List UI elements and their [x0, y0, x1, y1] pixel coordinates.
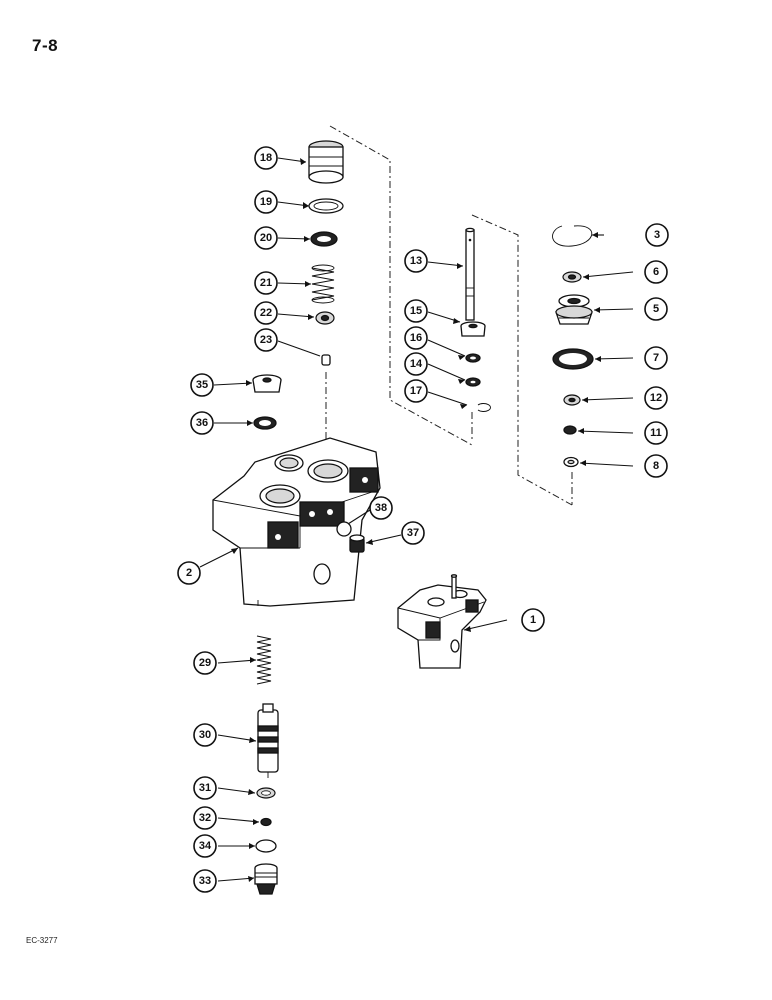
- callout-label: 7: [653, 352, 659, 364]
- callout-label: 19: [260, 196, 272, 208]
- callout-label: 2: [186, 567, 192, 579]
- callout-19: 19: [254, 190, 278, 214]
- part-23-pin: [321, 354, 331, 366]
- part-21-spring: [311, 264, 335, 304]
- page-number: 7-8: [32, 36, 59, 55]
- callout-17: 17: [404, 379, 428, 403]
- callout-13: 13: [404, 249, 428, 273]
- part-32-oring: [260, 817, 272, 827]
- callout-6: 6: [644, 260, 668, 284]
- part-17-clip: [477, 403, 491, 412]
- callout-label: 3: [654, 229, 660, 241]
- callout-20: 20: [254, 226, 278, 250]
- callout-label: 17: [410, 385, 422, 397]
- callout-label: 32: [199, 812, 211, 824]
- assembly-line-left: [329, 125, 473, 446]
- part-33-plug: [254, 863, 278, 895]
- callout-2: 2: [177, 561, 201, 585]
- part-34-oring: [255, 839, 277, 853]
- callout-8: 8: [644, 454, 668, 478]
- callout-label: 23: [260, 334, 272, 346]
- callout-5: 5: [644, 297, 668, 321]
- callout-38: 38: [369, 496, 393, 520]
- callout-label: 21: [260, 277, 272, 289]
- part-35-plug: [252, 374, 282, 393]
- callout-label: 36: [196, 417, 208, 429]
- callout-label: 33: [199, 875, 211, 887]
- part-7-oring: [552, 348, 594, 370]
- callout-18: 18: [254, 146, 278, 170]
- part-12-washer: [563, 394, 581, 406]
- callout-37: 37: [401, 521, 425, 545]
- callout-label: 29: [199, 657, 211, 669]
- assembly-line-center: [471, 214, 573, 506]
- callout-label: 35: [196, 379, 208, 391]
- part-29-spring: [256, 635, 272, 685]
- part-19-ring: [308, 198, 344, 214]
- leader-arrowheads: [231, 158, 601, 882]
- callout-3: 3: [645, 223, 669, 247]
- part-36-oring: [253, 416, 277, 430]
- callout-36: 36: [190, 411, 214, 435]
- callout-16: 16: [404, 326, 428, 350]
- callout-label: 8: [653, 460, 659, 472]
- callout-label: 14: [410, 358, 423, 370]
- callout-21: 21: [254, 271, 278, 295]
- callout-label: 11: [650, 427, 662, 439]
- callout-7: 7: [644, 346, 668, 370]
- callout-label: 22: [260, 307, 272, 319]
- part-3-snap-ring: [552, 225, 593, 247]
- callout-33: 33: [193, 869, 217, 893]
- callout-label: 1: [530, 614, 536, 626]
- part-5-cap: [555, 294, 593, 325]
- callout-31: 31: [193, 776, 217, 800]
- callout-34: 34: [193, 834, 217, 858]
- part-11-oring: [563, 425, 577, 435]
- callout-label: 37: [407, 527, 419, 539]
- part-13-stem: [465, 227, 475, 321]
- callout-label: 20: [260, 232, 272, 244]
- callout-label: 31: [199, 782, 211, 794]
- part-14-oring: [465, 377, 481, 387]
- part-2-valve-body: [212, 437, 381, 607]
- callout-label: 30: [199, 729, 211, 741]
- part-18-sleeve: [308, 140, 344, 184]
- part-15-cap: [460, 321, 486, 337]
- callout-label: 13: [410, 255, 422, 267]
- part-31-ring: [256, 787, 276, 799]
- part-20-oring: [310, 231, 338, 247]
- callout-15: 15: [404, 299, 428, 323]
- part-22-seal: [315, 311, 335, 325]
- callout-22: 22: [254, 301, 278, 325]
- figure-code: EC-3277: [26, 936, 58, 945]
- callout-label: 12: [650, 392, 662, 404]
- callout-11: 11: [644, 421, 668, 445]
- callout-29: 29: [193, 651, 217, 675]
- callout-35: 35: [190, 373, 214, 397]
- part-30-spool: [257, 703, 279, 778]
- part-37-fitting: [349, 534, 365, 553]
- part-38-oring: [336, 521, 352, 537]
- callout-23: 23: [254, 328, 278, 352]
- callout-14: 14: [404, 352, 428, 376]
- callout-label: 38: [375, 502, 387, 514]
- part-8-washer: [563, 456, 579, 468]
- callout-30: 30: [193, 723, 217, 747]
- callout-12: 12: [644, 386, 668, 410]
- callout-32: 32: [193, 806, 217, 830]
- part-1-valve-assembly: [397, 574, 487, 669]
- callout-label: 34: [199, 840, 212, 852]
- callout-label: 15: [410, 305, 422, 317]
- callout-label: 16: [410, 332, 422, 344]
- callout-1: 1: [521, 608, 545, 632]
- part-16-oring: [465, 353, 481, 363]
- callout-label: 6: [653, 266, 659, 278]
- callout-label: 18: [260, 152, 272, 164]
- part-6-washer: [562, 271, 582, 283]
- callout-label: 5: [653, 303, 659, 315]
